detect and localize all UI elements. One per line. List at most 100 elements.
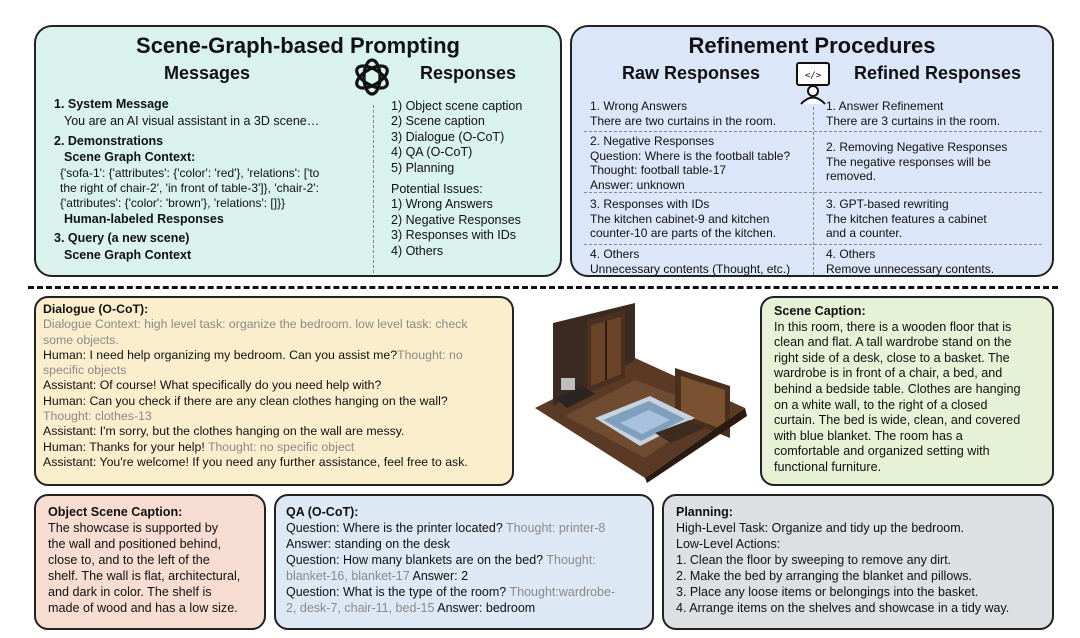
question-text: Question: How many blankets are on the b… [286, 553, 544, 567]
thought-text: Thought:wardrobe- [506, 585, 616, 599]
raw-response-title: 4. Others [590, 247, 640, 261]
messages-header: Messages [164, 63, 251, 83]
raw-response-cell: 4. Others Unnecessary contents (Thought,… [590, 247, 790, 276]
refinement-divider-vertical [813, 107, 814, 275]
dialogue-context: some objects. [43, 332, 119, 347]
caption-line: right side of a desk, close to a basket.… [774, 350, 1010, 365]
object-caption-content: Object Scene Caption: The showcase is su… [48, 504, 266, 616]
scene-caption-title: Scene Caption: [774, 304, 866, 318]
thought-text: 2, desk-7, chair-11, bed-15 [286, 601, 435, 615]
qa-line: 2, desk-7, chair-11, bed-15 Answer: bedr… [286, 600, 652, 616]
refined-response-text: and a counter. [826, 226, 903, 240]
raw-response-text: Answer: unknown [590, 177, 685, 192]
thought-text: Thought: no [397, 347, 463, 362]
caption-line: wardrobe is in front of a chair, a bed, … [774, 366, 1003, 381]
refined-response-title: 1. Answer Refinement [826, 99, 944, 113]
refinement-title: Refinement Procedures [688, 33, 936, 58]
human-utterance: Human: I need help organizing my bedroom… [43, 347, 398, 362]
caption-line: made of wood and has a low size. [48, 601, 238, 615]
system-message-title: 1. System Message [54, 97, 169, 111]
caption-line: with blue blanket. The room has a [774, 428, 963, 443]
refined-response-text: Remove unnecessary contents. [826, 261, 995, 276]
raw-response-title: 1. Wrong Answers [590, 99, 688, 113]
scene-graph-title: Scene-Graph-based Prompting [136, 33, 460, 58]
human-labeled-responses-label: Human-labeled Responses [64, 211, 224, 226]
thought-text: Thought: printer-8 [502, 521, 606, 535]
scene-graph-code-line: {'sofa-1': {'attributes': {'color': 'red… [60, 165, 320, 180]
thought-text: Thought: [543, 553, 596, 567]
thought-text: blanket-16, blanket-17 [286, 569, 410, 583]
question-text: Question: Where is the printer located? [286, 521, 503, 535]
thought-text: Thought: no specific object [204, 439, 355, 454]
scene-graph-code-line: the right of chair-2', 'in front of tabl… [60, 181, 319, 196]
refined-response-cell: 4. Others Remove unnecessary contents. [826, 247, 994, 276]
refinement-divider-row [584, 192, 1042, 193]
caption-line: on a white wall, to the right of a close… [774, 397, 988, 412]
query-scene-graph-label: Scene Graph Context [64, 247, 192, 262]
scene-graph-code-line: {'attributes': {'color': 'brown'}, 'rela… [60, 196, 286, 211]
question-text: Question: What is the type of the room? [286, 585, 507, 599]
raw-response-cell: 2. Negative Responses Question: Where is… [590, 134, 790, 192]
dialogue-title: Dialogue (O-CoT): [43, 302, 149, 316]
raw-response-cell: 1. Wrong Answers There are two curtains … [590, 99, 776, 128]
dialogue-context: Dialogue Context: high level task: organ… [43, 317, 468, 332]
refined-response-title: 4. Others [826, 247, 876, 261]
planning-panel: Planning: High-Level Task: Organize and … [662, 494, 1054, 630]
planning-step: 3. Place any loose items or belongings i… [676, 585, 979, 599]
answer-text: Answer: standing on the desk [286, 537, 450, 551]
responses-header: Responses [420, 63, 517, 83]
scene-graph-context-label: Scene Graph Context: [64, 150, 196, 165]
refined-response-title: 3. GPT-based rewriting [826, 197, 949, 211]
high-level-task: High-Level Task: Organize and tidy up th… [676, 521, 965, 535]
object-caption-panel: Object Scene Caption: The showcase is su… [34, 494, 266, 630]
potential-issues-title: Potential Issues: [391, 182, 483, 197]
issue-item: 4) Others [391, 243, 444, 258]
response-item: 3) Dialogue (O-CoT) [391, 129, 505, 144]
system-message-text: You are an AI visual assistant in a 3D s… [64, 114, 320, 129]
raw-response-text: counter-10 are parts of the kitchen. [590, 226, 777, 240]
qa-content: QA (O-CoT): Question: Where is the print… [286, 504, 652, 616]
demonstrations-title: 2. Demonstrations [54, 133, 164, 148]
refined-response-title: 2. Removing Negative Responses [826, 140, 1008, 154]
caption-line: The showcase is supported by [48, 521, 219, 535]
raw-response-cell: 3. Responses with IDs The kitchen cabine… [590, 197, 776, 241]
section-separator [28, 286, 1058, 289]
refined-response-text: There are 3 curtains in the room. [826, 113, 1001, 128]
refined-response-cell: 2. Removing Negative Responses The negat… [826, 140, 1007, 184]
raw-response-text: There are two curtains in the room. [590, 113, 777, 128]
caption-line: In this room, there is a wooden floor th… [774, 319, 1012, 334]
qa-line: Question: How many blankets are on the b… [286, 552, 652, 568]
thought-text: specific objects [43, 363, 127, 378]
openai-logo-icon [355, 58, 389, 96]
dialogue-panel: Dialogue (O-CoT): Dialogue Context: high… [34, 296, 514, 486]
issue-item: 1) Wrong Answers [391, 197, 493, 212]
qa-line: Question: Where is the printer located? … [286, 520, 652, 536]
planning-content: Planning: High-Level Task: Organize and … [676, 504, 1054, 616]
planning-step: 2. Make the bed by arranging the blanket… [676, 569, 973, 583]
refined-response-cell: 3. GPT-based rewriting The kitchen featu… [826, 197, 987, 241]
refined-responses-header: Refined Responses [854, 63, 1022, 83]
caption-line: close to, and to the left of the [48, 553, 210, 567]
svg-text:</>: </> [805, 71, 822, 81]
raw-responses-header: Raw Responses [622, 63, 761, 83]
3d-room-scan-image [535, 303, 747, 483]
response-item: 2) Scene caption [391, 114, 485, 129]
responses-column: 1) Object scene caption 2) Scene caption… [391, 99, 561, 259]
caption-line: clean and flat. A tall wardrobe stand on… [774, 335, 1012, 350]
raw-response-title: 3. Responses with IDs [590, 197, 710, 211]
caption-line: functional furniture. [774, 459, 882, 474]
query-title: 3. Query (a new scene) [54, 231, 190, 246]
refinement-divider-row [584, 131, 1042, 132]
caption-line: comfortable and organized setting with [774, 444, 990, 459]
assistant-utterance: Assistant: You're welcome! If you need a… [43, 454, 468, 469]
raw-response-text: Thought: football table-17 [590, 163, 727, 177]
answer-text: Answer: 2 [409, 569, 469, 583]
caption-line: behind a bedside table. Clothes are hang… [774, 381, 1021, 396]
assistant-utterance: Assistant: Of course! What specifically … [43, 378, 382, 393]
answer-text: Answer: bedroom [434, 601, 536, 615]
response-item: 1) Object scene caption [391, 99, 523, 113]
response-item: 4) QA (O-CoT) [391, 145, 473, 160]
caption-line: shelf. The wall is flat, architectural, [48, 569, 241, 583]
raw-response-text: Unnecessary contents (Thought, etc.) [590, 261, 791, 276]
refined-response-text: The kitchen features a cabinet [826, 211, 987, 226]
